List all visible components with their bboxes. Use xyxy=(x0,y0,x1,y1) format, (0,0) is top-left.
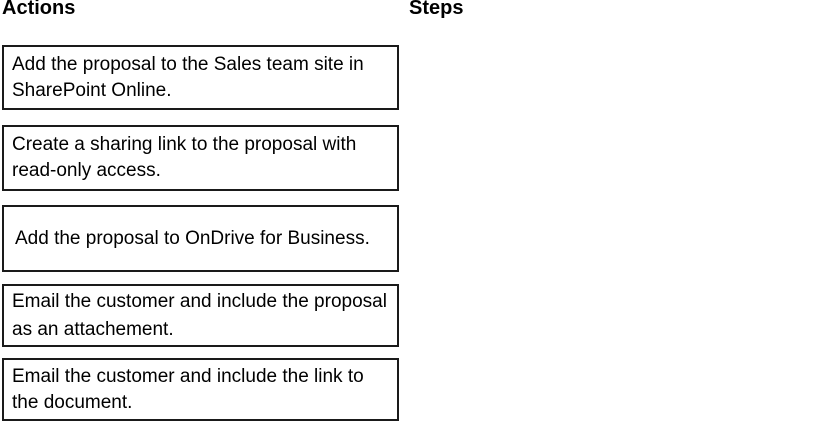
action-card[interactable]: Email the customer and include the link … xyxy=(2,358,399,421)
action-card-label: Email the customer and include the link … xyxy=(12,365,364,413)
action-card[interactable]: Add the proposal to the Sales team site … xyxy=(2,45,399,110)
action-card-label: Email the customer and include the propo… xyxy=(12,290,387,340)
action-card-label: Add the proposal to OnDrive for Business… xyxy=(15,227,370,249)
steps-drop-area[interactable] xyxy=(409,45,809,421)
action-card-label: Create a sharing link to the proposal wi… xyxy=(12,134,357,181)
action-card[interactable]: Create a sharing link to the proposal wi… xyxy=(2,125,399,191)
action-card[interactable]: Email the customer and include the propo… xyxy=(2,284,399,347)
action-card[interactable]: Add the proposal to OnDrive for Business… xyxy=(2,205,399,272)
action-card-label: Add the proposal to the Sales team site … xyxy=(12,53,364,101)
actions-column-header: Actions xyxy=(2,0,76,19)
steps-column-header: Steps xyxy=(409,0,464,19)
